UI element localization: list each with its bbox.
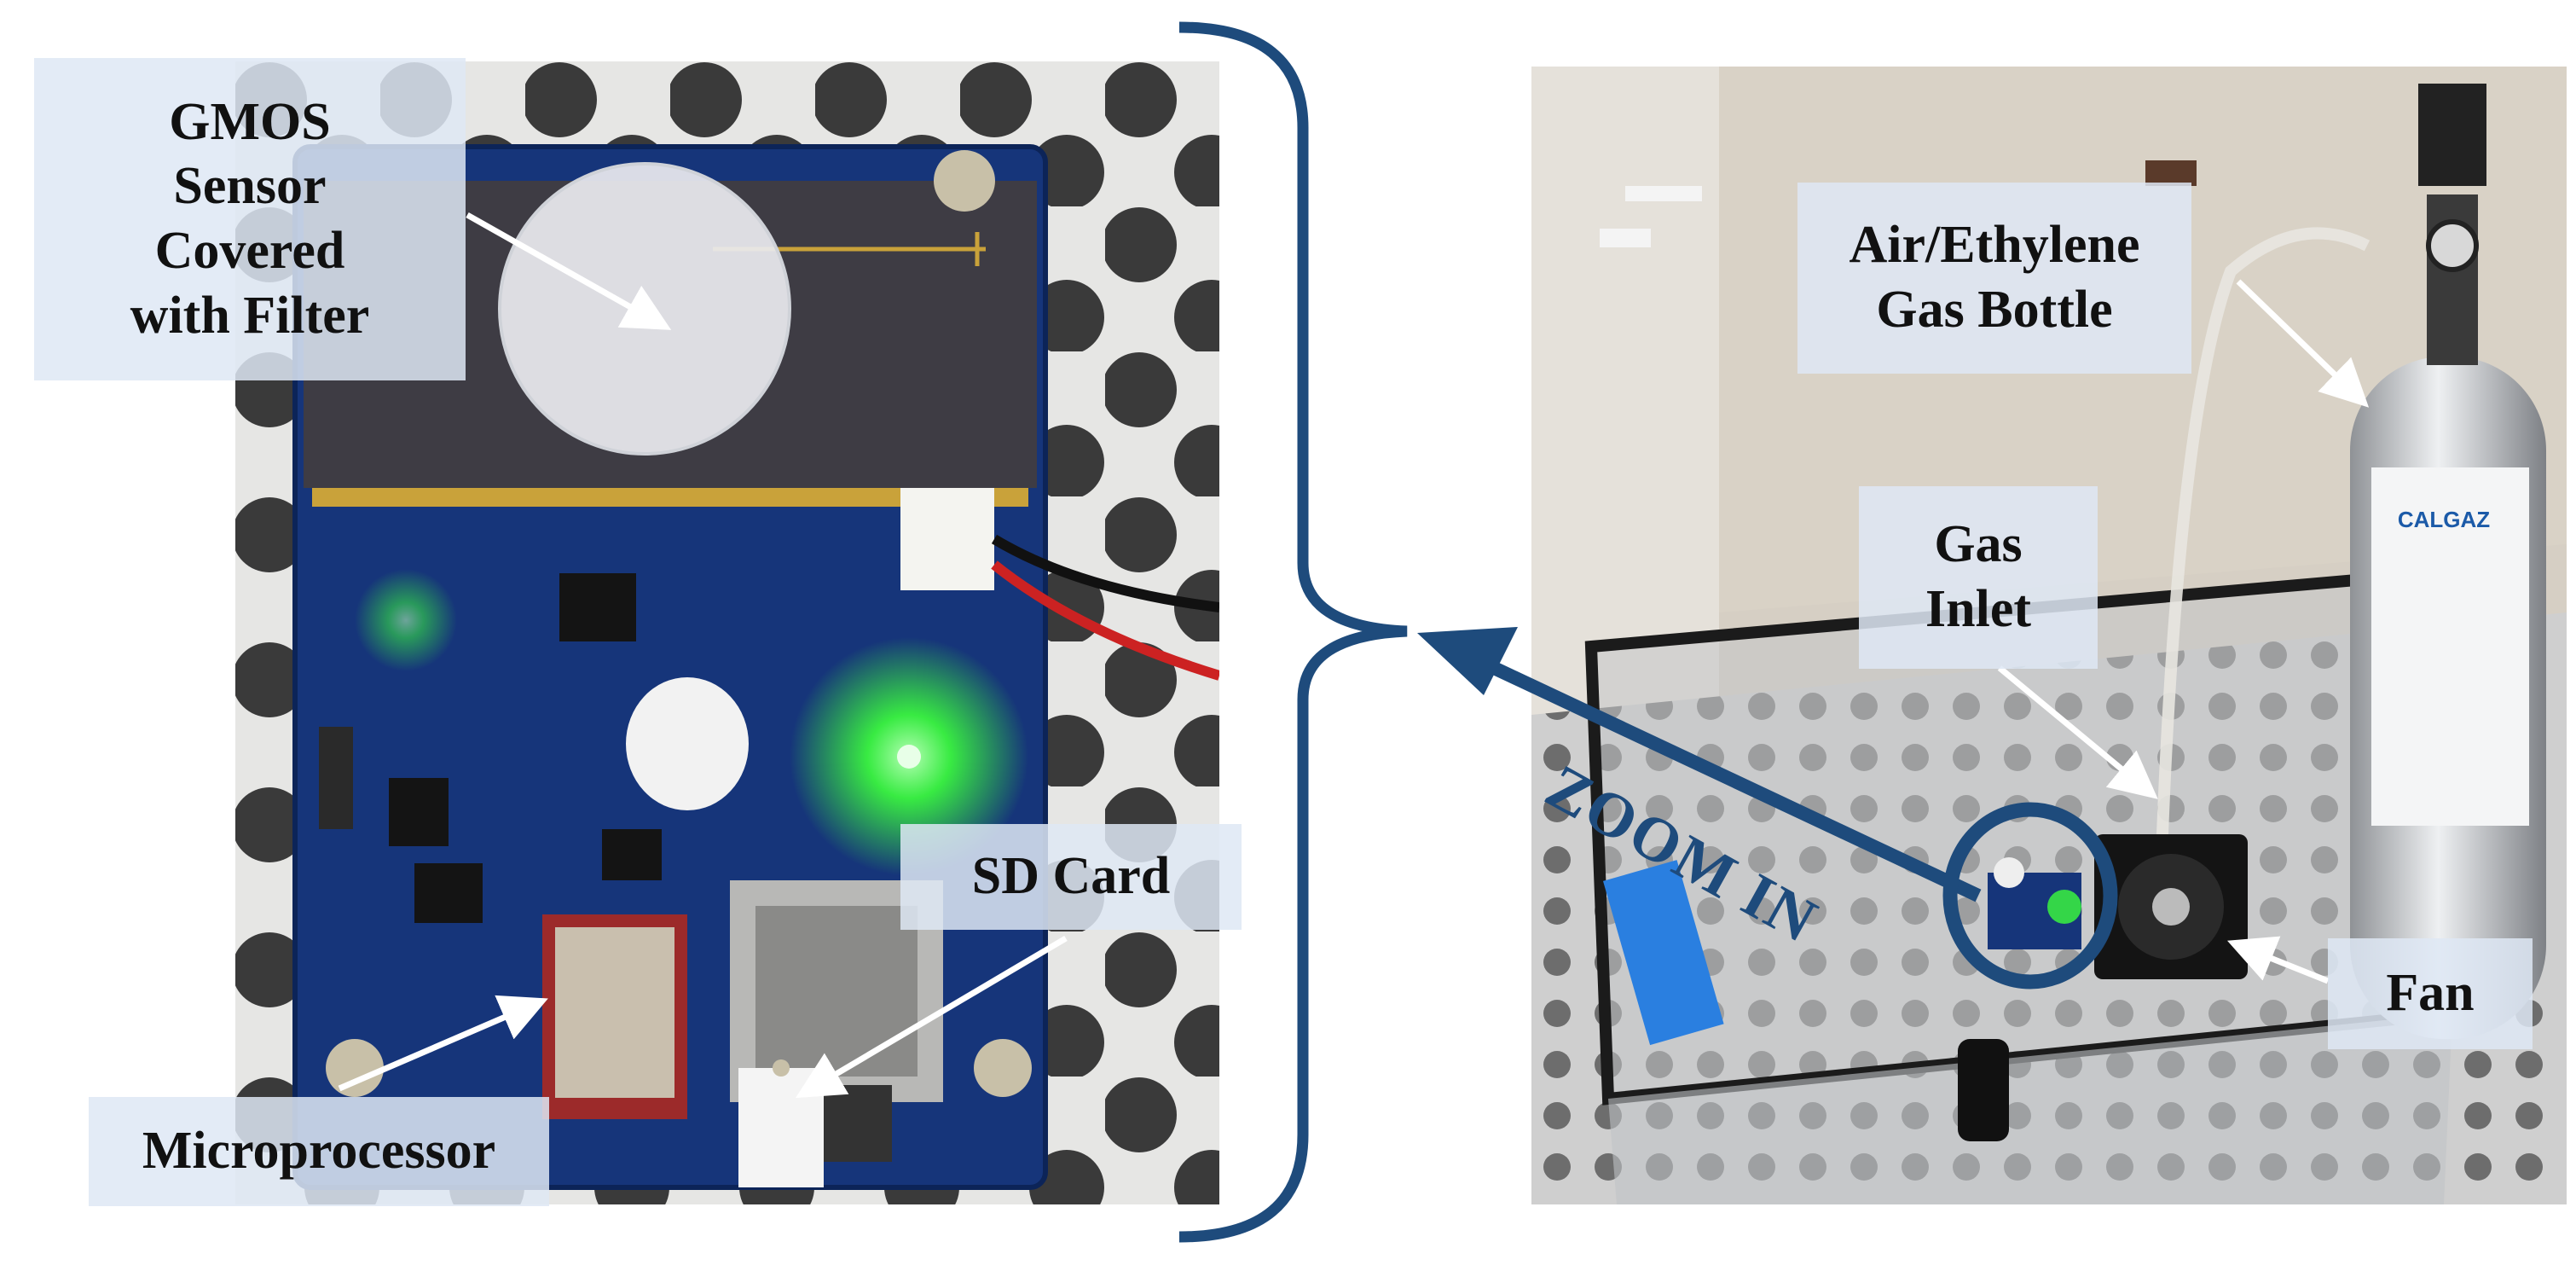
svg-text:CALGAZ: CALGAZ (2398, 507, 2490, 532)
gas-inlet-label: Gas Inlet (1859, 486, 2098, 669)
fan-label: Fan (2328, 938, 2533, 1049)
pcb-board (292, 144, 1219, 1190)
gmos-sensor-label: GMOS Sensor Covered with Filter (34, 58, 466, 380)
gas-bottle: CALGAZ (2350, 84, 2546, 1039)
gas-bottle-label: Air/Ethylene Gas Bottle (1797, 183, 2191, 374)
zoom-arrowhead (1417, 627, 1518, 695)
microprocessor-label: Microprocessor (89, 1097, 549, 1206)
sd-card-label: SD Card (900, 824, 1242, 930)
